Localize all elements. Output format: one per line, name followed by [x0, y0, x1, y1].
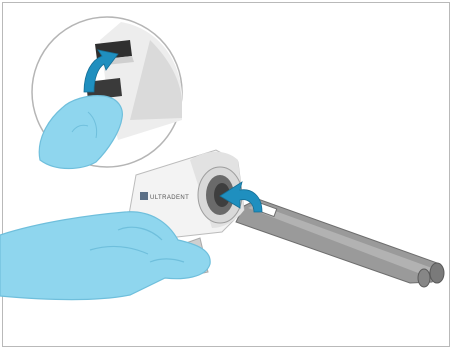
brand-label: ULTRADENT	[150, 195, 189, 201]
brand-logo-icon	[140, 192, 148, 200]
zoom-callout	[32, 17, 182, 169]
extraction-tool	[236, 199, 444, 287]
